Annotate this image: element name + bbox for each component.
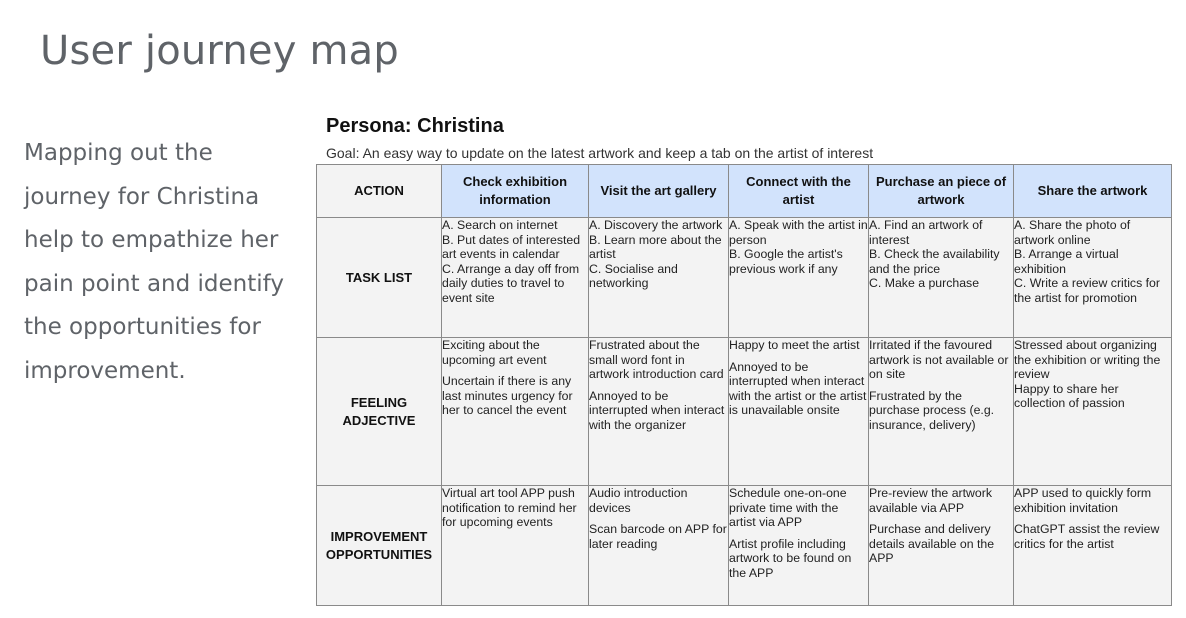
cell-text: C. Socialise and networking bbox=[589, 261, 678, 291]
page-title: User journey map bbox=[40, 28, 399, 74]
cell-text: Exciting about the upcoming art event bbox=[442, 338, 547, 367]
cell-text: Happy to meet the artist bbox=[729, 338, 860, 352]
cell-text: Stressed about organizing the exhibition… bbox=[1014, 338, 1161, 381]
cell-text: C. Write a review critics for the artist… bbox=[1014, 276, 1160, 305]
cell-text: Irritated if the favoured artwork is not… bbox=[869, 338, 1009, 381]
stage-header: Share the artwork bbox=[1013, 164, 1172, 218]
cell-text: Annoyed to be interrupted when interact … bbox=[729, 359, 867, 418]
page-description: Mapping out the journey for Christina he… bbox=[24, 140, 284, 384]
cell-text: C. Make a purchase bbox=[869, 276, 980, 290]
cell-spacer bbox=[869, 382, 1013, 389]
stage-header: Check exhibition information bbox=[441, 164, 589, 218]
cell-text: Schedule one-on-one private time with th… bbox=[729, 486, 847, 529]
journey-cell: Pre-review the artwork available via APP… bbox=[868, 485, 1014, 606]
cell-text: A. Speak with the artist in person bbox=[729, 218, 868, 247]
cell-text: Happy to share her collection of passion bbox=[1014, 381, 1125, 411]
cell-text: Uncertain if there is any last minutes u… bbox=[442, 374, 573, 417]
journey-map-table: ACTION Check exhibition information Visi… bbox=[316, 164, 1172, 606]
journey-cell: Stressed about organizing the exhibition… bbox=[1013, 337, 1172, 486]
journey-cell: APP used to quickly form exhibition invi… bbox=[1013, 485, 1172, 606]
cell-text: Audio introduction devices bbox=[589, 486, 688, 515]
cell-text: Frustrated by the purchase process (e.g.… bbox=[869, 388, 995, 432]
cell-text: A. Find an artwork of interest bbox=[869, 218, 983, 247]
cell-text: Artist profile including artwork to be f… bbox=[729, 536, 852, 580]
stage-header-row: ACTION Check exhibition information Visi… bbox=[316, 164, 1172, 218]
cell-text: B. Google the artist's previous work if … bbox=[729, 247, 843, 276]
row-label: FEELING ADJECTIVE bbox=[316, 337, 442, 486]
row-label: TASK LIST bbox=[316, 217, 442, 338]
persona-name: Persona: Christina bbox=[326, 115, 504, 137]
cell-text: Frustrated about the small word font in … bbox=[589, 338, 724, 381]
action-header: ACTION bbox=[316, 164, 442, 218]
cell-spacer bbox=[589, 382, 728, 389]
cell-text: Scan barcode on APP for later reading bbox=[589, 522, 727, 551]
journey-cell: Virtual art tool APP push notification t… bbox=[441, 485, 589, 606]
cell-text: B. Learn more about the artist bbox=[589, 232, 722, 262]
cell-text: A. Search on internet bbox=[442, 218, 558, 232]
cell-text: APP used to quickly form exhibition invi… bbox=[1014, 486, 1152, 515]
cell-spacer bbox=[442, 367, 588, 374]
persona-goal: Goal: An easy way to update on the lates… bbox=[326, 145, 874, 161]
journey-cell: Frustrated about the small word font in … bbox=[588, 337, 729, 486]
cell-text: C. Arrange a day off from daily duties t… bbox=[442, 261, 580, 305]
stage-header: Visit the art gallery bbox=[588, 164, 729, 218]
cell-text: A. Discovery the artwork bbox=[589, 218, 723, 232]
cell-text: Pre-review the artwork available via APP bbox=[869, 486, 993, 515]
cell-text: B. Check the availability and the price bbox=[869, 247, 1000, 276]
cell-spacer bbox=[589, 515, 728, 522]
cell-text: B. Arrange a virtual exhibition bbox=[1014, 247, 1119, 276]
stage-header: Connect with the artist bbox=[728, 164, 869, 218]
cell-spacer bbox=[1014, 515, 1171, 522]
cell-spacer bbox=[729, 530, 868, 537]
journey-cell: Irritated if the favoured artwork is not… bbox=[868, 337, 1014, 486]
cell-spacer bbox=[869, 515, 1013, 522]
cell-text: B. Put dates of interested art events in… bbox=[442, 232, 581, 262]
journey-cell: Schedule one-on-one private time with th… bbox=[728, 485, 869, 606]
cell-text: ChatGPT assist the review critics for th… bbox=[1014, 522, 1160, 551]
cell-text: Annoyed to be interrupted when interact … bbox=[589, 388, 725, 432]
cell-spacer bbox=[729, 353, 868, 360]
cell-text: Purchase and delivery details available … bbox=[869, 522, 995, 565]
stage-header: Purchase an piece of artwork bbox=[868, 164, 1014, 218]
cell-text: Virtual art tool APP push notification t… bbox=[442, 486, 577, 529]
cell-text: A. Share the photo of artwork online bbox=[1014, 218, 1131, 247]
row-label: IMPROVEMENT OPPORTUNITIES bbox=[316, 485, 442, 606]
